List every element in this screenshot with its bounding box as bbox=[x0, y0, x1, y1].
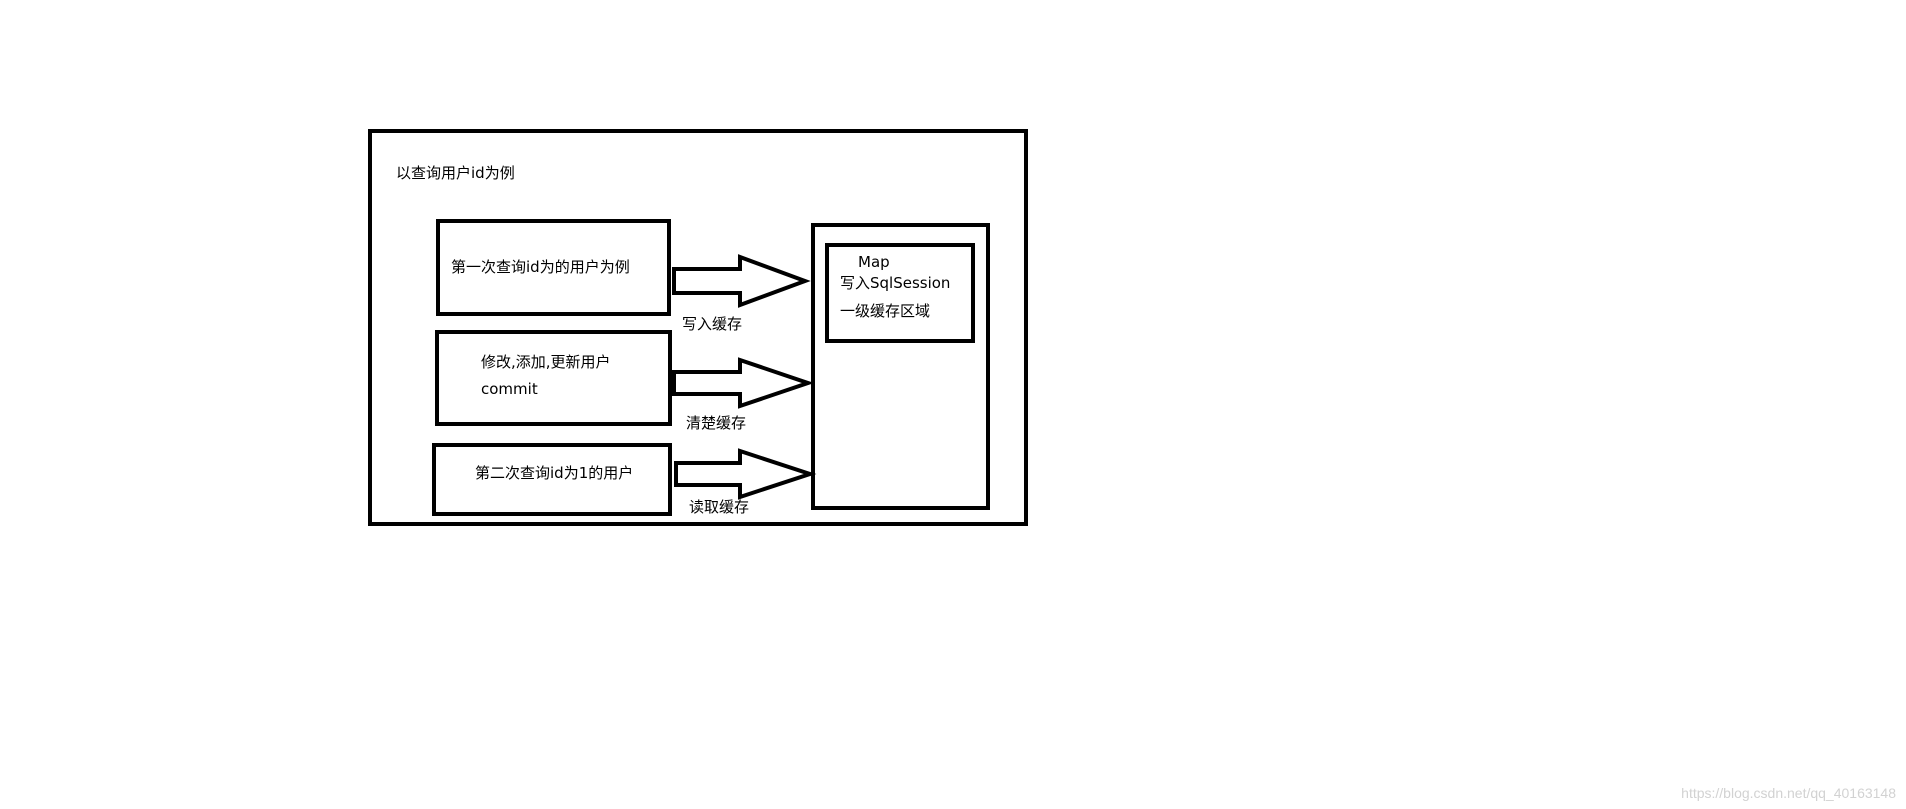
step-first-query-line-1: 第一次查询id为的用户为例 bbox=[451, 258, 630, 276]
step-box-second-query bbox=[432, 443, 672, 516]
arrow-label-read-cache: 读取缓存 bbox=[689, 498, 750, 516]
arrow-clear-cache bbox=[672, 357, 815, 409]
step-second-query-line-1: 第二次查询id为1的用户 bbox=[475, 464, 634, 482]
watermark: https://blog.csdn.net/qq_40163148 bbox=[1681, 785, 1896, 801]
step-modify-line-2: commit bbox=[481, 380, 538, 398]
arrow-read-cache bbox=[674, 448, 817, 500]
outer-title: 以查询用户id为例 bbox=[396, 164, 515, 182]
step-modify-line-1: 修改,添加,更新用户 bbox=[481, 353, 611, 371]
step-box-modify bbox=[435, 330, 672, 426]
step-box-first-query bbox=[436, 219, 671, 316]
cache-line-map: Map bbox=[858, 253, 890, 271]
cache-line-level1: 一级缓存区域 bbox=[840, 302, 931, 320]
arrow-write-cache bbox=[672, 254, 811, 308]
arrow-label-clear-cache: 清楚缓存 bbox=[686, 414, 747, 432]
cache-column bbox=[811, 223, 990, 510]
arrow-label-write-cache: 写入缓存 bbox=[682, 315, 743, 333]
outer-frame bbox=[368, 129, 1028, 526]
cache-line-sqlsession: 写入SqlSession bbox=[840, 274, 951, 292]
cache-inner-box bbox=[825, 243, 975, 343]
